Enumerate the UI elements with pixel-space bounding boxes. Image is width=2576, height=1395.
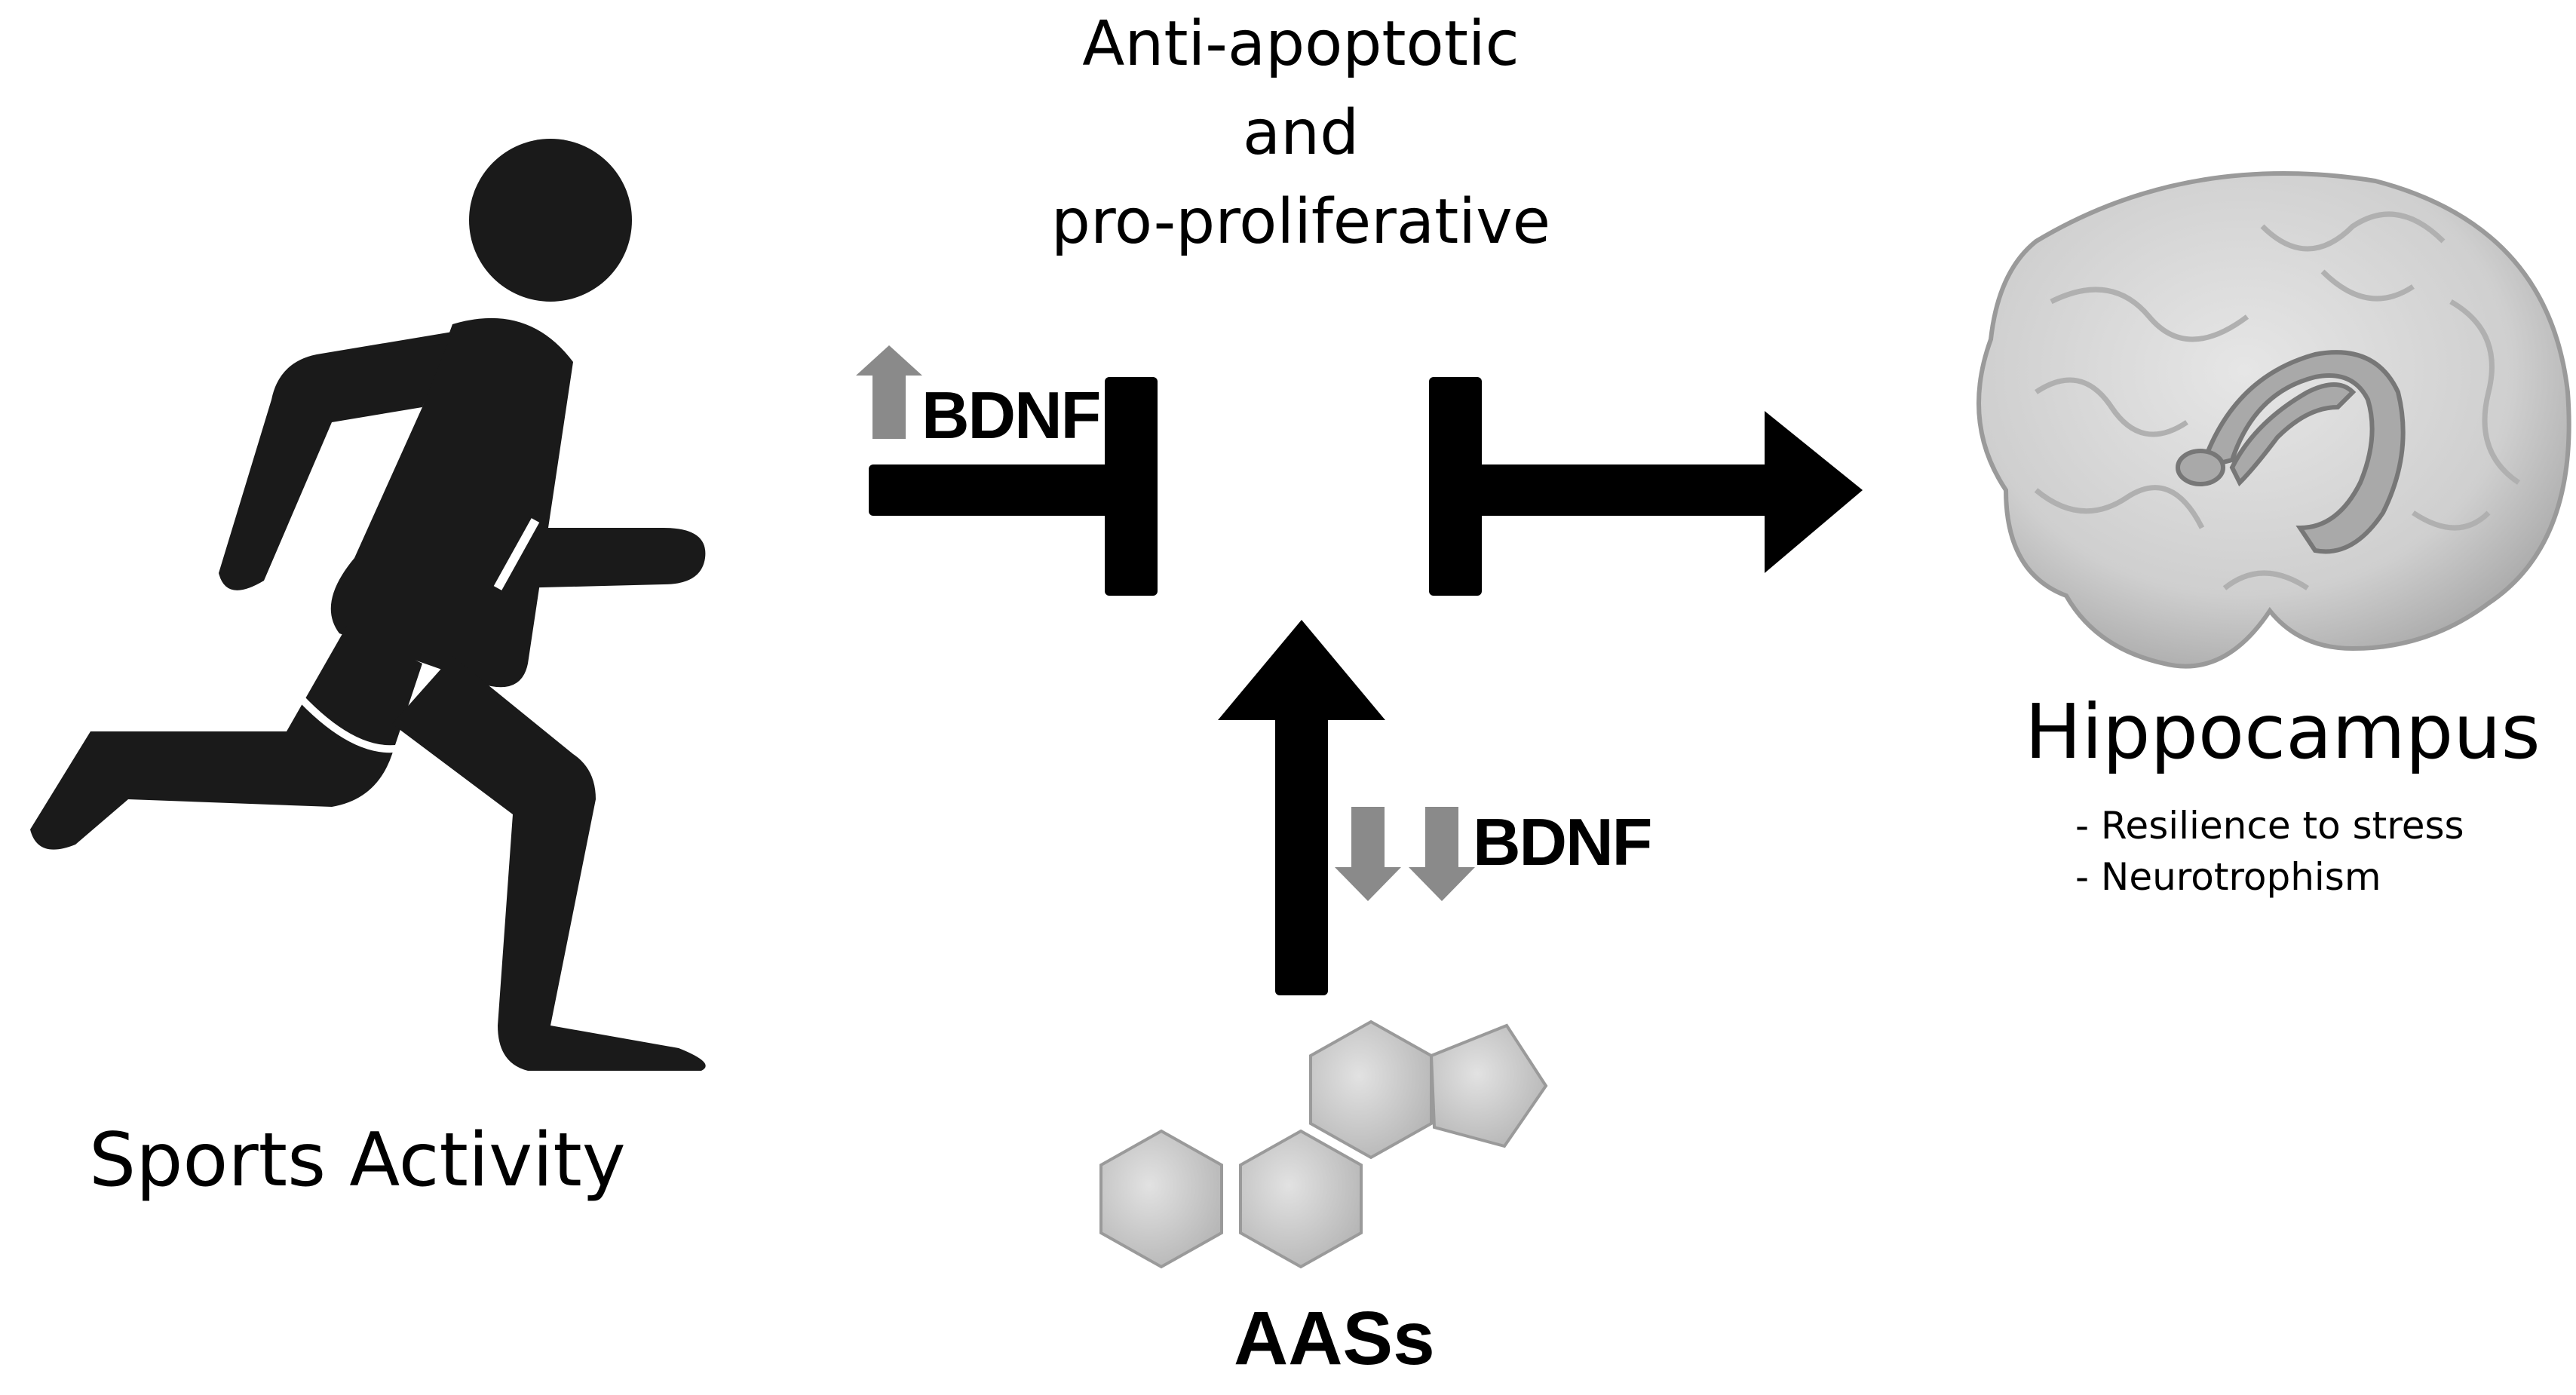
mechanism-label: Anti-apoptotic and pro-proliferative [1018,0,1584,267]
mechanism-label-line-2: and [1242,97,1360,169]
right-activation-arrow [1429,377,1863,596]
mechanism-label-line-3: pro-proliferative [1050,186,1551,258]
aass-up-arrow [1218,620,1385,995]
molecule-cluster-icon [1099,1019,1548,1269]
runner-icon [30,139,706,1071]
sports-activity-label: Sports Activity [89,1118,626,1203]
hippocampus-icon [2176,350,2406,554]
left-inhibition-arrow [869,377,1158,596]
hippocampus-bullet-1: - Resilience to stress [2075,804,2464,848]
bdnf-down-arrows [1335,807,1475,901]
aass-label: AASs [1234,1296,1435,1381]
brain-icon [1976,171,2571,669]
mechanism-label-line-1: Anti-apoptotic [1082,8,1520,80]
bdnf-lower-label: BDNF [1473,805,1652,879]
bdnf-up-arrow [856,345,922,439]
bdnf-upper-label: BDNF [922,378,1101,452]
hippocampus-bullet-2: - Neurotrophism [2075,855,2381,899]
hippocampus-title: Hippocampus [2025,688,2541,776]
